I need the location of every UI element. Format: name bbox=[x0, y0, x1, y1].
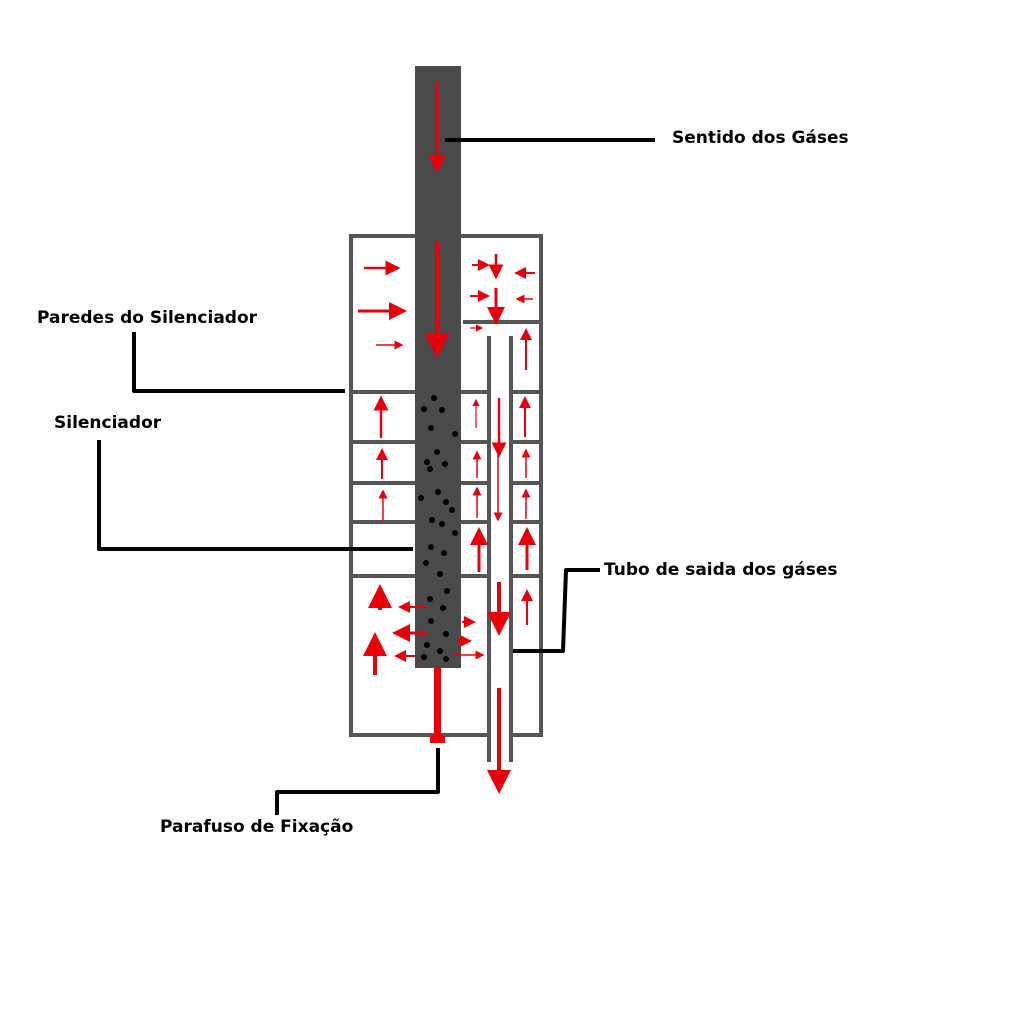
label-silencer: Silenciador bbox=[54, 413, 162, 433]
silencer-particles bbox=[418, 395, 458, 662]
label-fixing-screw: Parafuso de Fixação bbox=[160, 817, 354, 837]
leader-silencer bbox=[97, 440, 413, 551]
flow-arrows bbox=[358, 82, 536, 794]
leader-fixing-screw bbox=[275, 748, 440, 815]
label-gas-direction: Sentido dos Gáses bbox=[672, 128, 849, 148]
leader-lines bbox=[97, 138, 655, 815]
fixing-screw bbox=[430, 668, 445, 743]
leader-silencer-walls bbox=[132, 332, 345, 393]
label-exhaust-tube: Tubo de saida dos gáses bbox=[604, 560, 838, 580]
leader-exhaust-tube bbox=[513, 568, 600, 653]
label-silencer-walls: Paredes do Silenciador bbox=[37, 308, 258, 328]
